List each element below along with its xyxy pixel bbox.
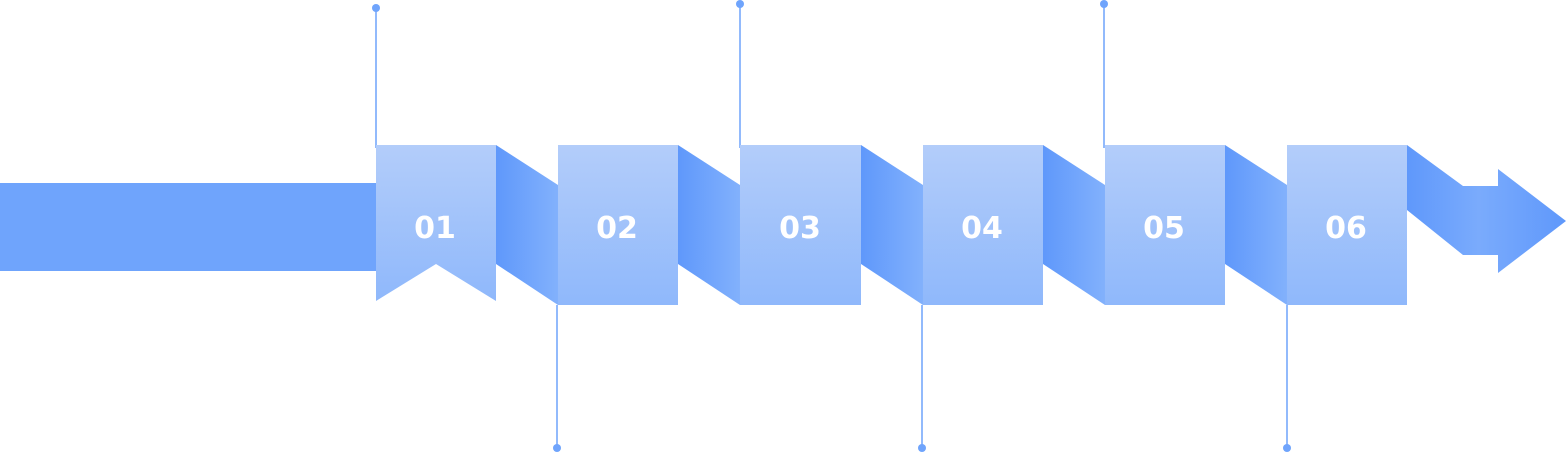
step-number-2: 02: [596, 211, 638, 246]
fold-4: [1043, 145, 1105, 305]
card-2: [558, 145, 678, 305]
connector-dot-4: [918, 444, 926, 452]
step-number-6: 06: [1325, 211, 1367, 246]
cards: [376, 145, 1407, 305]
step-number-5: 05: [1143, 211, 1185, 246]
card-5: [1105, 145, 1225, 305]
fold-1: [496, 145, 558, 305]
card-1: [376, 145, 496, 301]
connector-dot-5: [1100, 0, 1108, 8]
card-6: [1287, 145, 1407, 305]
fold-5: [1225, 145, 1287, 305]
connector-dot-3: [736, 0, 744, 8]
fold-3: [861, 145, 923, 305]
connector-dot-2: [553, 444, 561, 452]
arrow-head: [1407, 145, 1566, 273]
connector-dot-6: [1283, 444, 1291, 452]
step-number-4: 04: [961, 211, 1003, 246]
connector-dot-1: [372, 4, 380, 12]
step-numbers: 01 02 03 04 05 06: [414, 211, 1367, 246]
card-3: [740, 145, 861, 305]
fold-2: [678, 145, 740, 305]
card-4: [923, 145, 1043, 305]
folds: [496, 145, 1287, 305]
connectors: [372, 0, 1291, 452]
step-number-3: 03: [779, 211, 821, 246]
arrow-tail-bar: [0, 183, 378, 271]
step-number-1: 01: [414, 211, 456, 246]
